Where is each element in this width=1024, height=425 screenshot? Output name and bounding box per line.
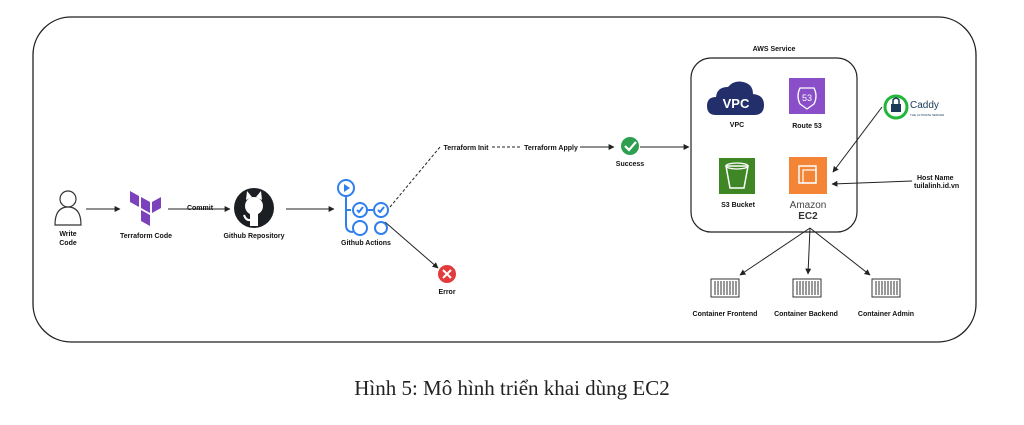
container-admin-label: Container Admin xyxy=(858,311,914,318)
svg-text:THE ULTIMATE SERVER: THE ULTIMATE SERVER xyxy=(910,113,945,117)
vpc-label: VPC xyxy=(730,122,744,129)
github-repository-label: Github Repository xyxy=(223,233,284,240)
s3-bucket-label: S3 Bucket xyxy=(721,202,756,209)
connectors xyxy=(86,106,913,276)
terraform-init-label: Terraform Init xyxy=(444,145,490,152)
success-icon xyxy=(621,137,639,155)
edge-ec2-admin xyxy=(809,227,871,276)
user-icon xyxy=(54,190,82,226)
terraform-icon xyxy=(130,191,161,226)
error-icon xyxy=(438,265,456,283)
svg-text:53: 53 xyxy=(802,93,812,103)
container-backend-icon xyxy=(792,278,822,298)
route53-label: Route 53 xyxy=(792,123,822,130)
edge-actions-init xyxy=(389,146,441,208)
host-name-label: Host Name xyxy=(917,175,954,182)
terraform-code-label: Terraform Code xyxy=(120,233,172,240)
success-label: Success xyxy=(616,161,645,168)
container-admin-icon xyxy=(871,278,901,298)
host-name-value: tuilalinh.id.vn xyxy=(914,183,959,190)
route53-icon: 53 xyxy=(789,78,825,114)
container-frontend-label: Container Frontend xyxy=(693,311,758,318)
write-code-label-line1: Write xyxy=(59,231,76,238)
ec2-icon xyxy=(789,157,827,194)
aws-service-group xyxy=(690,57,858,233)
edge-host-ec2 xyxy=(831,180,913,187)
edge-caddy-ec2 xyxy=(832,106,883,173)
write-code-label-line2: Code xyxy=(59,240,77,247)
s3-bucket-icon xyxy=(719,158,755,194)
github-actions-label: Github Actions xyxy=(341,240,391,247)
caddy-logo: Caddy THE ULTIMATE SERVER xyxy=(883,94,945,120)
svg-text:Caddy: Caddy xyxy=(910,100,939,111)
aws-service-label: AWS Service xyxy=(753,46,796,53)
commit-label: Commit xyxy=(187,205,214,212)
vpc-cloud-icon: VPC xyxy=(707,81,764,115)
error-label: Error xyxy=(438,289,455,296)
figure-caption: Hình 5: Mô hình triển khai dùng EC2 xyxy=(354,376,670,400)
github-actions-icon xyxy=(337,179,389,236)
svg-text:VPC: VPC xyxy=(723,96,750,111)
github-icon xyxy=(234,188,274,228)
edge-actions-error xyxy=(384,221,439,269)
edge-ec2-backend xyxy=(805,227,812,275)
amazon-label: Amazon xyxy=(790,200,827,211)
edge-ec2-frontend xyxy=(739,227,811,276)
ec2-label: EC2 xyxy=(798,211,818,222)
deployment-diagram: AWS Service Write Code Terraform Code Co… xyxy=(32,16,977,343)
terraform-apply-label: Terraform Apply xyxy=(524,145,578,152)
container-frontend-icon xyxy=(710,278,740,298)
container-backend-label: Container Backend xyxy=(774,311,838,318)
